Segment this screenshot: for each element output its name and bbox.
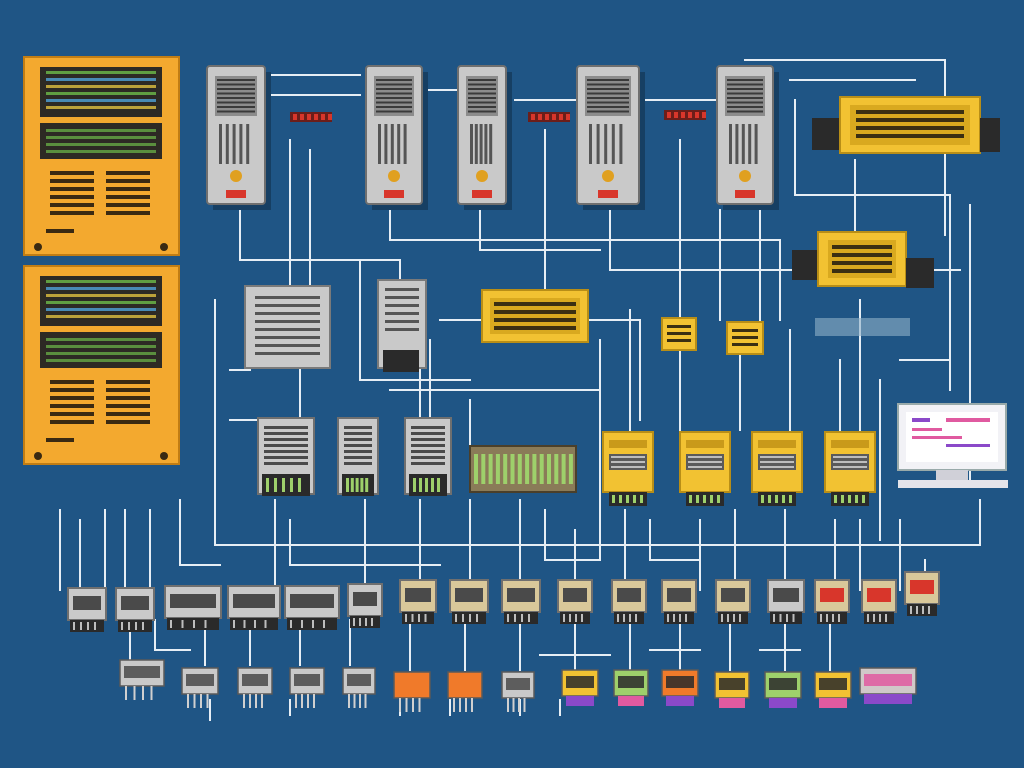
bottom-row-1 <box>67 571 940 632</box>
top-right-module <box>812 96 1000 154</box>
tower-server-icon <box>257 417 315 496</box>
io-module-icon <box>164 585 222 630</box>
terminal-module-icon <box>501 671 535 712</box>
terminal-module-icon <box>613 669 649 706</box>
tower-server-icon <box>457 65 512 210</box>
terminal-pin <box>510 454 515 484</box>
controller-icon <box>751 431 803 506</box>
controller-group <box>602 431 876 506</box>
connector-icon <box>664 110 706 120</box>
terminal-pin <box>547 454 551 484</box>
terminal-module-icon <box>393 671 431 712</box>
cabinet-bottom-icon <box>23 265 180 465</box>
terminal-pin <box>495 454 500 484</box>
terminal-module-icon <box>814 671 852 708</box>
terminal-module-icon <box>714 671 750 708</box>
wiring <box>59 59 981 721</box>
io-module-icon <box>115 587 155 632</box>
terminal-module-icon <box>342 667 376 708</box>
terminal-pin <box>539 454 544 484</box>
io-module-icon <box>399 579 437 624</box>
terminal-pin <box>532 454 537 484</box>
terminal-pin <box>503 454 508 484</box>
controller-icon <box>824 431 876 506</box>
io-module-icon <box>557 579 593 624</box>
io-module-icon <box>227 585 281 630</box>
terminal-pin <box>568 454 573 484</box>
terminal-module-icon <box>661 669 699 706</box>
tower-group <box>206 65 779 210</box>
terminal-pin <box>554 454 559 484</box>
io-module-icon <box>715 579 751 624</box>
terminal-pin <box>488 454 493 484</box>
tower-server-icon <box>716 65 779 210</box>
terminal-pin <box>561 454 566 484</box>
io-module-icon <box>611 579 647 624</box>
tower-server-icon <box>206 65 271 210</box>
top-right-module-grid <box>856 110 964 138</box>
io-module-icon <box>904 571 940 616</box>
io-module-icon <box>449 579 489 624</box>
io-module-icon <box>67 587 107 632</box>
io-module-icon <box>501 579 541 624</box>
ventilated-unit-large <box>244 285 331 369</box>
bottom-row-2 <box>119 659 917 712</box>
io-module-icon <box>347 583 383 628</box>
terminal-module-icon <box>237 667 273 708</box>
controller-icon <box>679 431 731 506</box>
connector-icon <box>290 112 332 122</box>
cabinet-top-icon <box>23 56 180 256</box>
tower-server-icon <box>337 417 379 496</box>
terminal-module-icon <box>859 667 917 704</box>
monitor <box>897 403 1008 488</box>
tower-server-icon <box>404 417 452 496</box>
cabinet-group <box>23 56 180 465</box>
terminal-module-icon <box>764 671 802 708</box>
terminal-block <box>469 445 577 493</box>
io-module-icon <box>767 579 805 624</box>
terminal-module-icon <box>181 667 219 708</box>
connector-icon <box>528 112 570 122</box>
terminal-module-icon <box>447 671 483 712</box>
controller-icon <box>602 431 654 506</box>
terminal-pin <box>525 454 530 484</box>
mid-right-module <box>792 231 934 336</box>
center-yellow-module <box>481 289 589 343</box>
terminal-module-icon <box>119 659 165 700</box>
terminal-pin <box>474 454 478 484</box>
terminal-pin <box>481 454 486 484</box>
tower-server-icon <box>365 65 428 210</box>
terminal-module-icon <box>561 669 599 706</box>
tower-server-icon <box>576 65 645 210</box>
ventilated-unit-small <box>377 279 427 372</box>
io-module-icon <box>661 579 697 624</box>
io-module-icon <box>814 579 850 624</box>
mid-tower-group <box>257 417 452 496</box>
small-relay-left <box>661 317 697 351</box>
terminal-module-icon <box>289 667 325 708</box>
small-relay-right <box>726 321 764 355</box>
terminal-pin <box>517 454 522 484</box>
io-module-icon <box>861 579 897 624</box>
io-module-icon <box>284 585 340 630</box>
